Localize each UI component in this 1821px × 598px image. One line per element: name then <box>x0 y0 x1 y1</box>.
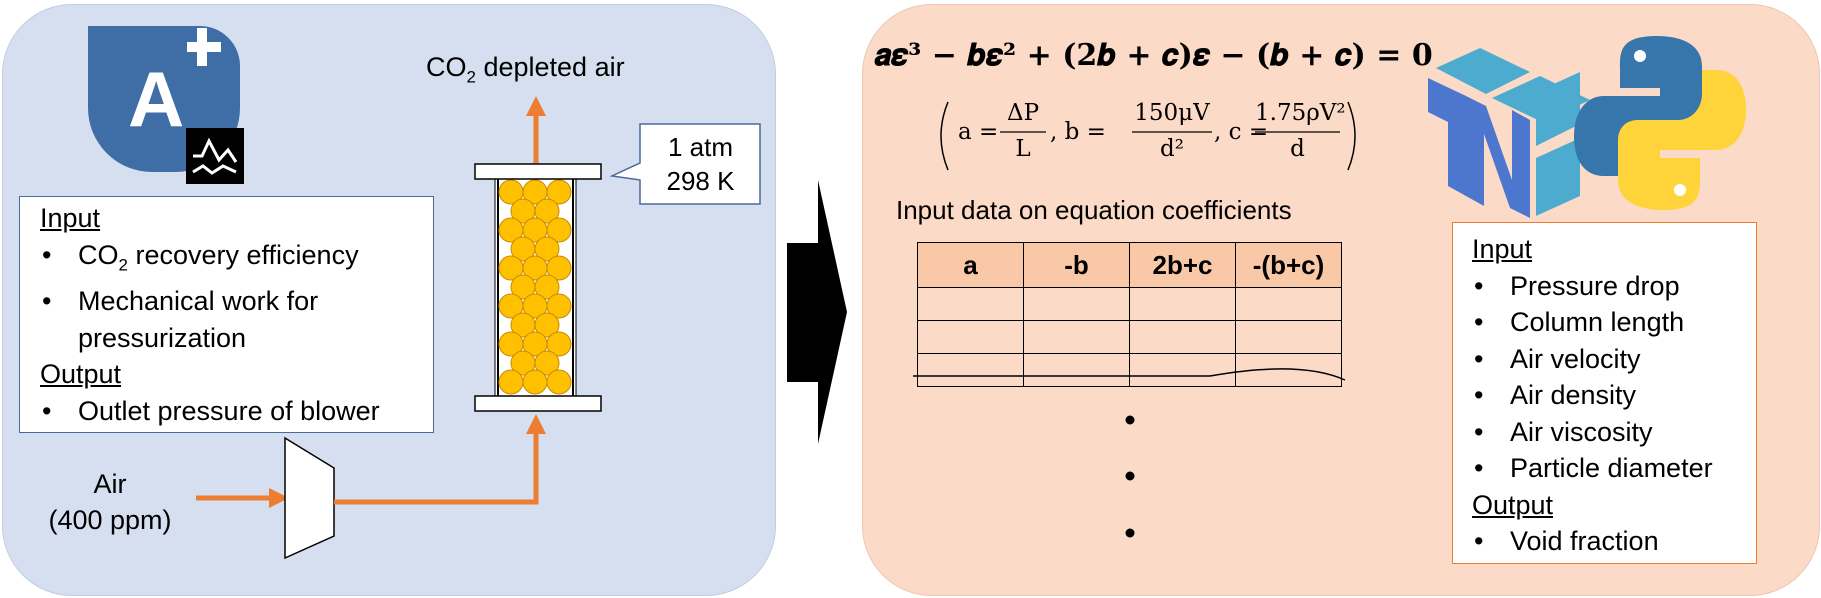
column-top-plate <box>474 163 602 180</box>
python-logo <box>1574 36 1746 210</box>
list-item: Pressure drop <box>1472 268 1713 305</box>
table-row <box>917 320 1342 354</box>
python-io-list: Input Pressure drop Column length Air ve… <box>1472 231 1713 560</box>
output-heading: Output <box>40 359 122 390</box>
adsorbent-particle <box>534 312 560 338</box>
table-header-cell: a <box>917 242 1024 288</box>
numpy-logo <box>1428 48 1590 218</box>
right-arrow-icon <box>787 180 847 444</box>
table-row <box>917 287 1342 321</box>
list-item: Air viscosity <box>1472 414 1713 451</box>
table-row <box>917 353 1342 387</box>
ellipsis-dot <box>1125 415 1135 425</box>
list-item: Column length <box>1472 304 1713 341</box>
adsorbent-particle <box>534 198 560 224</box>
input-heading: Input <box>1472 234 1533 264</box>
callout-pressure: 1 atm <box>667 132 734 162</box>
ellipsis-dot <box>1125 471 1135 481</box>
air-label: Air (400 ppm) <box>48 469 172 535</box>
table-header-cell: -(b+c) <box>1235 242 1342 288</box>
list-item: CO2 recovery efficiency <box>40 237 380 284</box>
packed-column <box>474 163 602 412</box>
condition-callout <box>609 123 761 205</box>
aspen-logo-letter: A <box>128 55 184 143</box>
adsorbent-particle <box>534 274 560 300</box>
adsorbent-particle <box>522 369 548 395</box>
adsorbent-particles <box>498 179 572 395</box>
input-heading: Input <box>40 203 101 233</box>
blower-outlet-pipe <box>334 414 546 505</box>
list-item: Air velocity <box>1472 341 1713 378</box>
adsorbent-particle <box>546 293 572 319</box>
coefficient-table: a -b 2b+c -(b+c) <box>917 242 1342 387</box>
list-item: Air density <box>1472 377 1713 414</box>
table-header-cell: -b <box>1023 242 1130 288</box>
ellipsis-dot <box>1125 528 1135 538</box>
adsorbent-particle <box>546 255 572 281</box>
main-equation: 𝒂𝜺³ − 𝒃𝜺² + (𝟐𝒃 + 𝒄)𝜺 − (𝒃 + 𝒄) = 𝟎 <box>874 38 1433 73</box>
table-title: Input data on equation coefficients <box>896 195 1292 225</box>
callout-text: 1 atm 298 K <box>641 130 760 198</box>
adsorbent-particle <box>546 217 572 243</box>
blower <box>284 436 335 560</box>
output-heading: Output <box>1472 489 1554 520</box>
adsorbent-particle <box>534 350 560 376</box>
adsorbent-particle <box>546 331 572 357</box>
column-bottom-plate <box>474 395 602 412</box>
adsorbent-particle <box>546 179 572 205</box>
list-item: Void fraction <box>1472 523 1713 560</box>
list-item: Particle diameter <box>1472 450 1713 487</box>
list-item: Outlet pressure of blower <box>40 393 380 430</box>
outlet-label: CO2 depleted air <box>426 52 625 87</box>
aspen-chart-icon <box>186 128 244 184</box>
table-header-cell: 2b+c <box>1129 242 1236 288</box>
aspen-io-list: Input CO2 recovery efficiency Mechanical… <box>40 200 380 429</box>
adsorbent-particle <box>498 369 524 395</box>
adsorbent-particle <box>534 236 560 262</box>
adsorbent-particle <box>546 369 572 395</box>
callout-temperature: 298 K <box>666 166 735 196</box>
